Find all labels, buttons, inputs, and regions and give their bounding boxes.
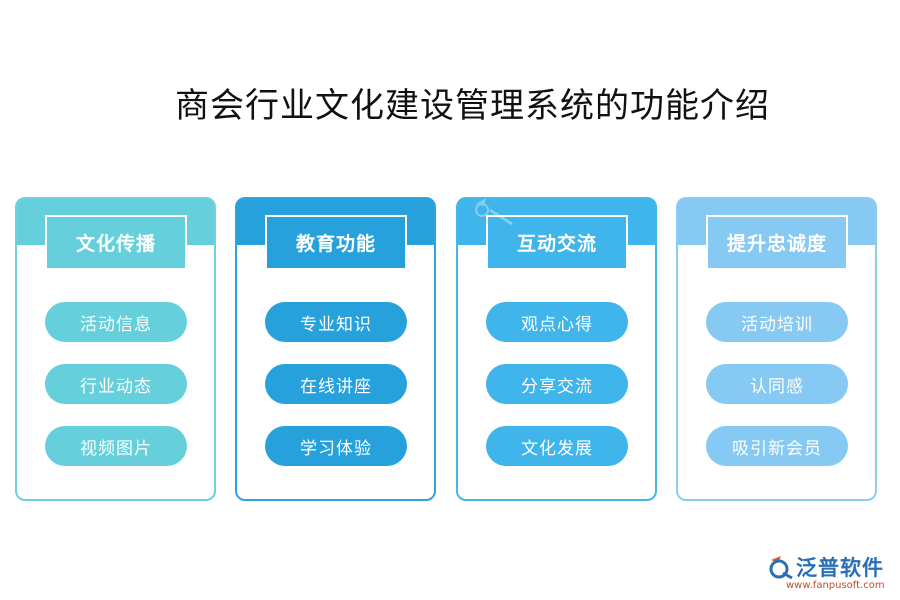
feature-pill: 观点心得 bbox=[486, 302, 628, 342]
feature-pill: 视频图片 bbox=[45, 426, 187, 466]
column-heading: 互动交流 bbox=[486, 215, 628, 270]
column-card-4: 提升忠诚度 活动培训 认同感 吸引新会员 bbox=[676, 197, 877, 501]
feature-pill: 文化发展 bbox=[486, 426, 628, 466]
page-title: 商会行业文化建设管理系统的功能介绍 bbox=[175, 86, 770, 126]
column-card-2: 教育功能 专业知识 在线讲座 学习体验 bbox=[235, 197, 436, 501]
feature-pill: 活动培训 bbox=[706, 302, 848, 342]
column-heading: 提升忠诚度 bbox=[706, 215, 848, 270]
feature-pill: 认同感 bbox=[706, 364, 848, 404]
fanpu-logo-icon bbox=[769, 556, 793, 580]
logo-name: 泛普软件 bbox=[796, 556, 884, 580]
column-card-1: 文化传播 活动信息 行业动态 视频图片 bbox=[15, 197, 216, 501]
feature-pill: 在线讲座 bbox=[265, 364, 407, 404]
feature-pill: 行业动态 bbox=[45, 364, 187, 404]
watermark-logo-icon bbox=[475, 198, 513, 226]
feature-pill: 分享交流 bbox=[486, 364, 628, 404]
feature-pill: 活动信息 bbox=[45, 302, 187, 342]
column-heading: 文化传播 bbox=[45, 215, 187, 270]
logo-url: www.fanpusoft.com bbox=[786, 580, 885, 591]
fanpu-logo: 泛普软件 www.fanpusoft.com bbox=[768, 552, 893, 592]
column-card-3: 互动交流 观点心得 分享交流 文化发展 bbox=[456, 197, 657, 501]
feature-pill: 专业知识 bbox=[265, 302, 407, 342]
feature-pill: 吸引新会员 bbox=[706, 426, 848, 466]
column-heading: 教育功能 bbox=[265, 215, 407, 270]
feature-pill: 学习体验 bbox=[265, 426, 407, 466]
